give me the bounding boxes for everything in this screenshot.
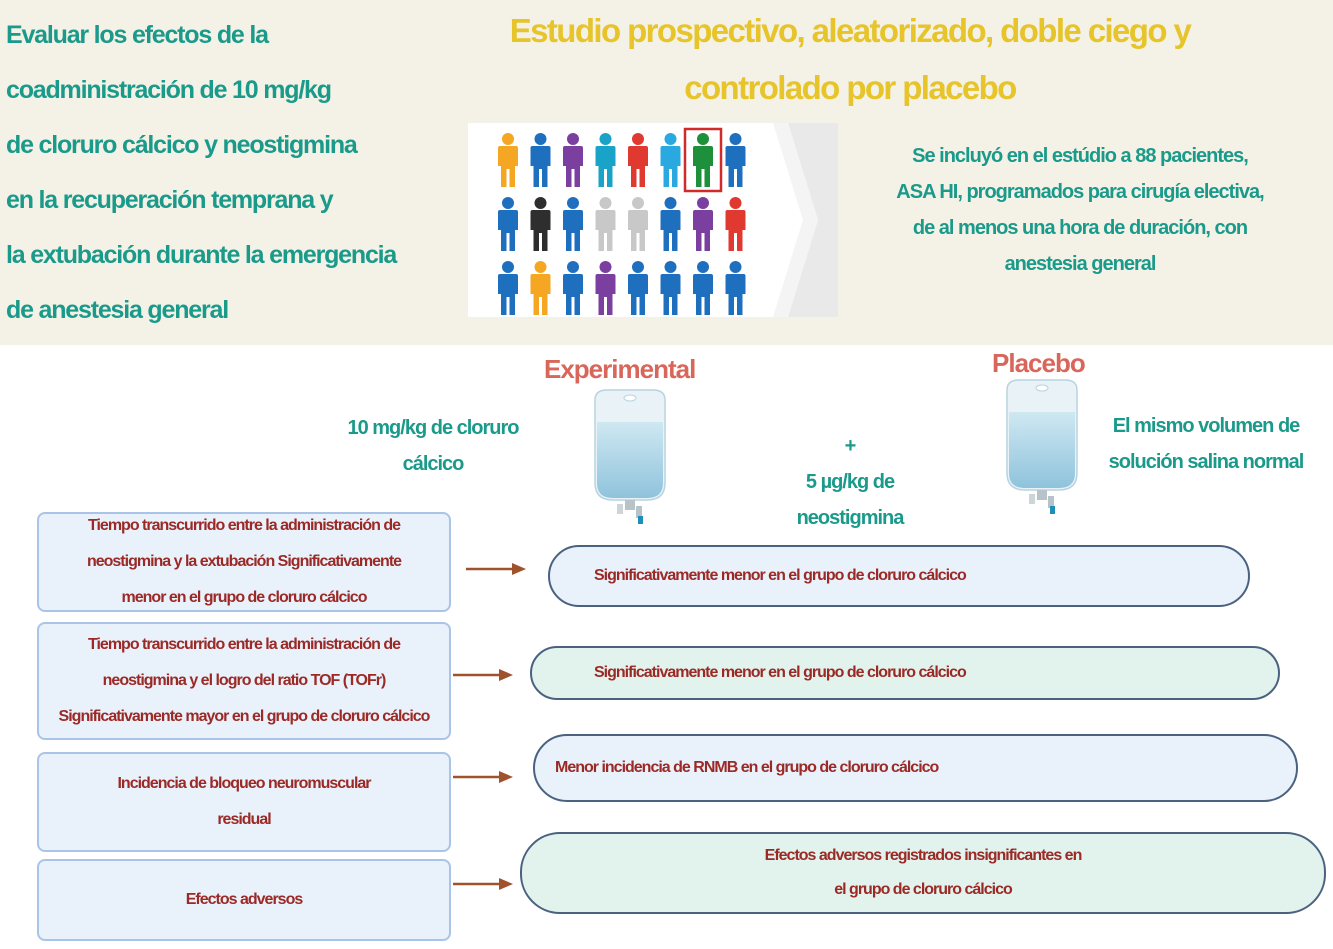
patients-illustration <box>468 123 838 317</box>
patient-figure-icon <box>595 261 616 315</box>
selected-patient-highlight <box>683 127 723 193</box>
patient-figure-icon <box>725 197 746 251</box>
experimental-label: Experimental <box>544 354 696 384</box>
plus-sign: + <box>844 435 857 457</box>
population-line: ASA HI, programados para cirugía electiv… <box>896 181 1264 203</box>
outcome-measure-residual-blockade: Incidencia de bloqueo neuromuscular resi… <box>37 752 451 852</box>
outcome-measure-adverse-effects: Efectos adversos <box>37 859 451 941</box>
patient-figure-icon <box>660 133 681 187</box>
patient-figure-icon <box>498 197 518 251</box>
placebo-dose-text: El mismo volumen de solución salina norm… <box>1083 408 1329 480</box>
dose-line: 5 µg/kg de <box>805 471 895 493</box>
population-line: anestesia general <box>1004 253 1157 275</box>
outcome-measure-tofr-time: Tiempo transcurrido entre la administrac… <box>37 622 451 740</box>
result-text: Significativamente menor en el grupo de … <box>594 567 967 584</box>
dose-line: solución salina normal <box>1108 451 1305 473</box>
result-text: Efectos adversos registrados insignifica… <box>764 847 1083 864</box>
patient-figure-icon <box>660 197 681 251</box>
measure-line: neostigmina y la extubación Significativ… <box>86 553 402 570</box>
patient-figure-icon <box>530 133 551 187</box>
patient-figure-icon <box>693 133 713 187</box>
patient-figure-icon <box>628 133 648 187</box>
patient-figure-icon <box>563 261 583 315</box>
population-line: de al menos una hora de duración, con <box>912 217 1248 239</box>
outcome-result-tofr-time: Significativamente menor en el grupo de … <box>530 646 1280 700</box>
measure-line: Efectos adversos <box>185 891 304 908</box>
dose-line: neostigmina <box>796 507 905 529</box>
study-title-line: controlado por placebo <box>684 69 1017 106</box>
patient-figure-icon <box>498 133 518 187</box>
result-text: Significativamente menor en el grupo de … <box>594 664 967 681</box>
arrow-right-icon <box>453 878 513 890</box>
study-design-title: Estudio prospectivo, aleatorizado, doble… <box>470 2 1230 116</box>
dose-line: 10 mg/kg de cloruro <box>347 417 519 439</box>
result-text: el grupo de cloruro cálcico <box>834 881 1012 898</box>
outcome-measure-extubation-time: Tiempo transcurrido entre la administrac… <box>37 512 451 612</box>
measure-line: neostigmina y el logro del ratio TOF (TO… <box>102 672 387 689</box>
measure-line: residual <box>217 811 271 828</box>
patient-figure-icon <box>498 261 518 315</box>
patient-figure-icon <box>660 261 681 315</box>
objective-line: de anestesia general <box>6 296 229 324</box>
objective-line: en la recuperación temprana y <box>6 186 334 214</box>
patient-figure-icon <box>530 197 551 251</box>
patient-figure-icon <box>563 197 583 251</box>
objective-line: coadministración de 10 mg/kg <box>6 76 332 104</box>
neostigmine-dose-text: + 5 µg/kg de neostigmina <box>760 428 940 536</box>
patient-figure-icon <box>595 197 616 251</box>
objective-line: la extubación durante la emergencia <box>6 241 397 269</box>
patient-figure-icon <box>530 261 551 315</box>
patients-panel <box>468 123 838 317</box>
arrow-right-icon <box>453 771 513 783</box>
patient-figure-icon <box>563 133 583 187</box>
iv-bag-experimental-icon <box>594 389 666 524</box>
patient-figure-icon <box>628 261 648 315</box>
outcome-result-residual-blockade: Menor incidencia de RNMB en el grupo de … <box>533 734 1298 802</box>
measure-line: Tiempo transcurrido entre la administrac… <box>87 636 401 653</box>
study-title-line: Estudio prospectivo, aleatorizado, doble… <box>509 12 1192 49</box>
patient-figure-icon <box>628 197 648 251</box>
arrow-right-icon <box>466 563 526 575</box>
outcome-result-extubation-time: Significativamente menor en el grupo de … <box>548 545 1250 607</box>
measure-line: Incidencia de bloqueo neuromuscular <box>117 775 371 792</box>
dose-line: cálcico <box>402 453 465 475</box>
iv-bag-placebo-icon <box>1006 379 1078 514</box>
measure-line: Significativamente mayor en el grupo de … <box>58 708 431 725</box>
objective-line: Evaluar los efectos de la <box>6 21 269 49</box>
arrow-right-icon <box>453 669 513 681</box>
placebo-label: Placebo <box>992 348 1086 378</box>
measure-line: menor en el grupo de cloruro cálcico <box>121 589 368 606</box>
objective-line: de cloruro cálcico y neostigmina <box>6 131 358 159</box>
measure-line: Tiempo transcurrido entre la administrac… <box>87 517 401 534</box>
result-text: Menor incidencia de RNMB en el grupo de … <box>555 759 939 776</box>
patient-figure-icon <box>725 133 746 187</box>
dose-line: El mismo volumen de <box>1112 415 1301 437</box>
population-line: Se incluyó en el estúdio a 88 pacientes, <box>912 145 1249 167</box>
patient-figure-icon <box>693 261 713 315</box>
patient-figure-icon <box>725 261 746 315</box>
patient-figure-icon <box>595 133 616 187</box>
patient-figure-icon <box>693 197 713 251</box>
outcome-result-adverse-effects: Efectos adversos registrados insignifica… <box>520 832 1326 914</box>
population-text: Se incluyó en el estúdio a 88 pacientes,… <box>845 138 1315 282</box>
calcium-dose-text: 10 mg/kg de cloruro cálcico <box>318 410 548 482</box>
objective-text: Evaluar los efectos de la coadministraci… <box>6 8 466 338</box>
